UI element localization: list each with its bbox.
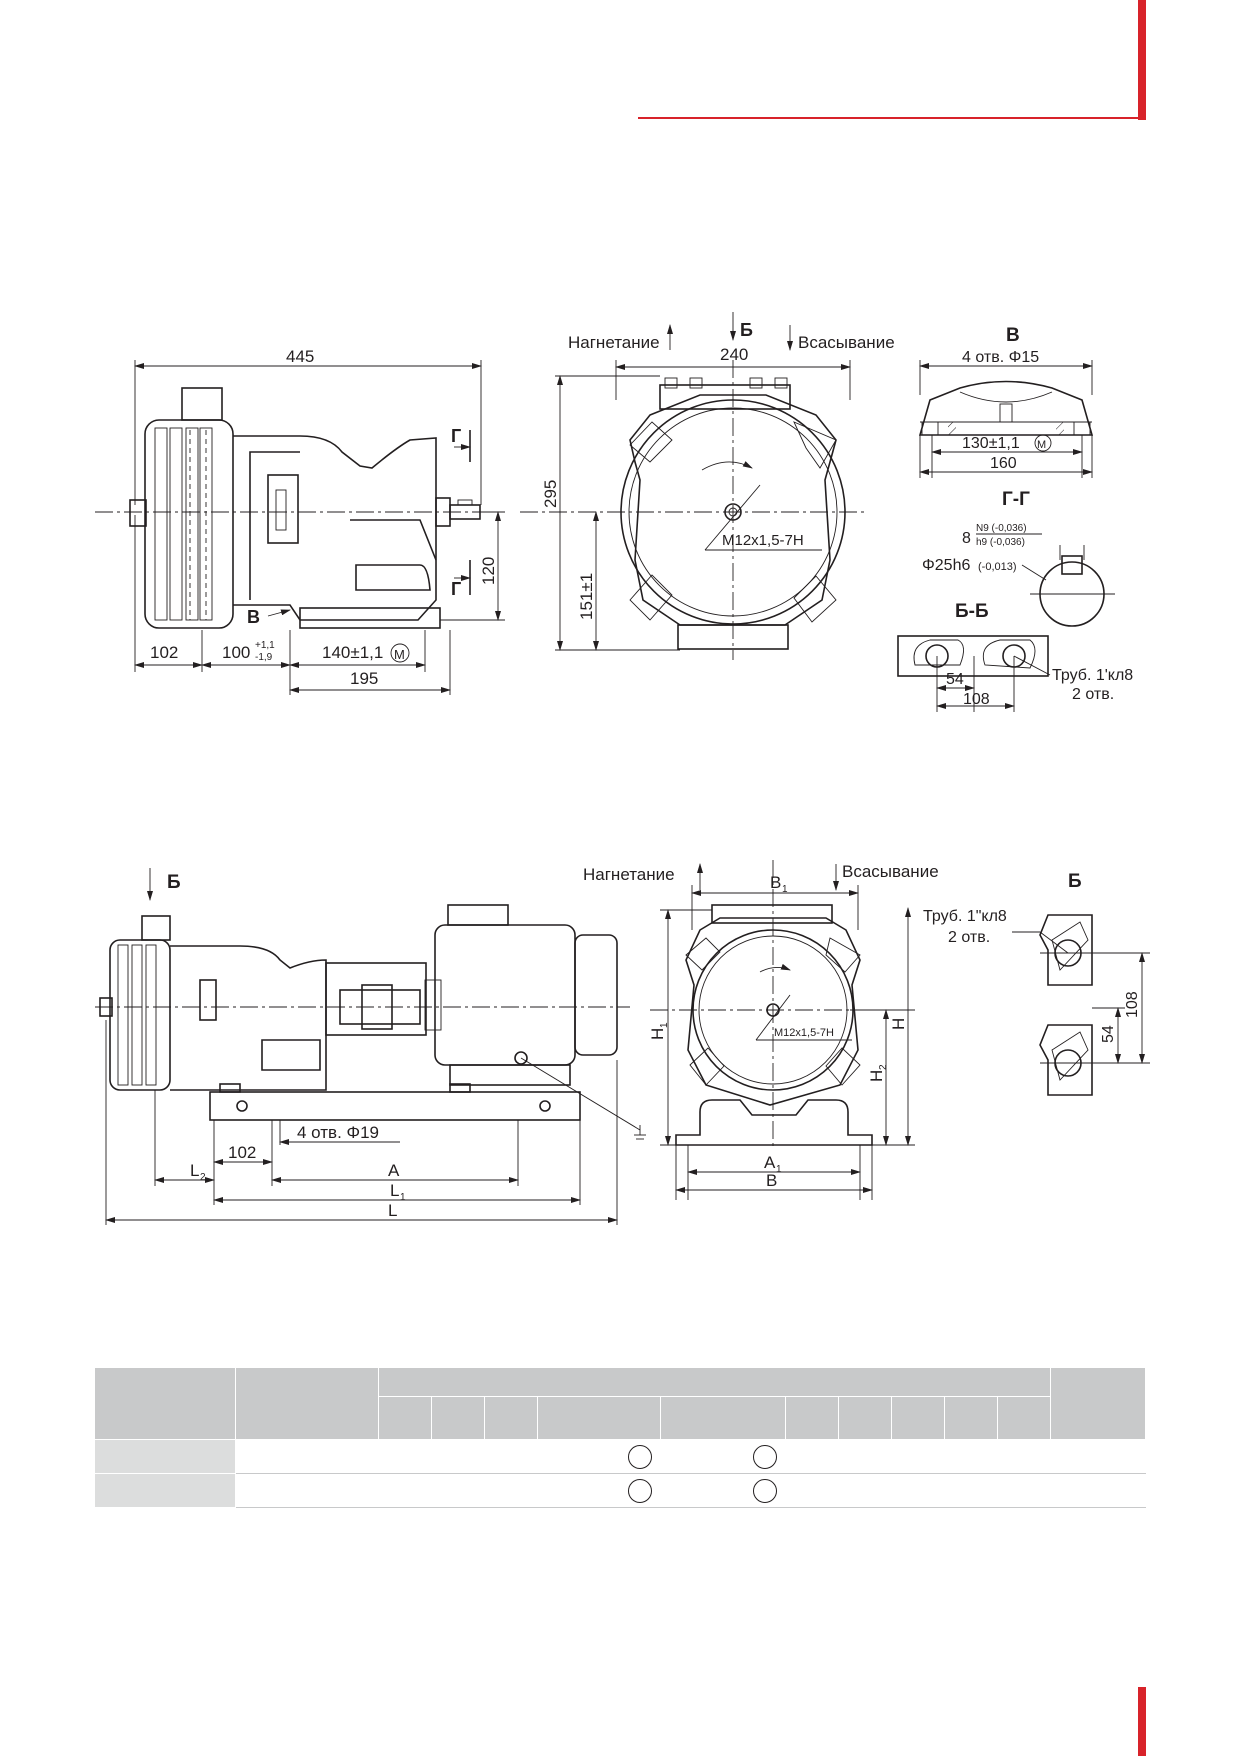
- table-header-cell: [1050, 1367, 1146, 1440]
- detail-b-dim-54: 54: [1100, 1025, 1117, 1043]
- dim-h2-sub: 2: [878, 1064, 889, 1070]
- circled-m-marker: [628, 1444, 652, 1469]
- circled-m-marker: [390, 643, 410, 663]
- detail-v-holes: 4 отв. Φ15: [962, 349, 1039, 366]
- section-mark-g-bottom: Г: [451, 579, 461, 599]
- dim-100: 100: [222, 643, 250, 662]
- svg-text:M: M: [394, 647, 405, 662]
- section-gg: Г-Г 8 N9 (-0,036) h9 (-0,036) Φ25h6 (-0,…: [922, 489, 1115, 627]
- dim-445: 445: [286, 347, 314, 366]
- section-gg-title: Г-Г: [1002, 489, 1030, 510]
- dim-295: 295: [541, 480, 560, 508]
- dim-h1-sub: 1: [659, 1022, 670, 1028]
- dim-l: L: [388, 1201, 397, 1220]
- view-mark-v: В: [247, 607, 260, 627]
- svg-text:M: M: [1037, 439, 1046, 451]
- table-subheader: [944, 1396, 998, 1440]
- dim-140: 140±1,1: [322, 643, 383, 662]
- table-row-label: [94, 1473, 236, 1508]
- table-subheader: [484, 1396, 538, 1440]
- dim-h: H: [889, 1018, 908, 1030]
- detail-v: В 4 отв. Φ15 130±1,1 M 160: [918, 325, 1094, 478]
- table-row-label: [94, 1439, 236, 1474]
- detail-b-pipe: Труб. 1"кл8: [923, 908, 1007, 925]
- dim-b: B: [766, 1171, 777, 1190]
- table-subheader: [431, 1396, 485, 1440]
- dim-l2-sub: 2: [200, 1172, 206, 1183]
- key-tol-h9: h9 (-0,036): [976, 537, 1025, 548]
- table-row: [94, 1473, 1146, 1508]
- key-tol-n9: N9 (-0,036): [976, 523, 1027, 534]
- bb-holes: 2 отв.: [1072, 686, 1114, 703]
- table-subheader: [378, 1396, 432, 1440]
- table-subheader: [838, 1396, 892, 1440]
- detail-b-dim-108: 108: [1124, 991, 1141, 1018]
- pump-front-view: M12x1,5-7H Нагнетание Всасывание Б 240 2…: [520, 312, 895, 660]
- dim-l1: L: [390, 1181, 399, 1200]
- dim-195: 195: [350, 669, 378, 688]
- dim-b1-sub: 1: [782, 884, 788, 895]
- dim-151: 151±1: [577, 573, 596, 620]
- table-subheader: [891, 1396, 945, 1440]
- dim-a: A: [388, 1161, 400, 1180]
- key-width: 8: [962, 530, 971, 547]
- detail-v-dim-130: 130±1,1: [962, 435, 1020, 452]
- table-subheader: [785, 1396, 839, 1440]
- table-subheader: [537, 1396, 661, 1440]
- bottom-red-bar: [1138, 1687, 1146, 1756]
- dim-b1: B: [770, 873, 781, 892]
- unit-thread-label: M12x1,5-7H: [774, 1027, 834, 1039]
- detail-v-dim-160: 160: [990, 455, 1017, 472]
- section-bb-title: Б-Б: [955, 601, 989, 622]
- bb-dim-108: 108: [963, 691, 990, 708]
- unit-front-view: Нагнетание Всасывание M12x1,5-7H B 1 H 1…: [583, 860, 939, 1200]
- unit-label-suction: Всасывание: [842, 862, 939, 881]
- dim-a1: A: [764, 1153, 776, 1172]
- unit-view-mark-b: Б: [167, 872, 181, 893]
- dim-120: 120: [479, 557, 498, 585]
- table-row: [94, 1439, 1146, 1474]
- unit-dim-102: 102: [228, 1143, 256, 1162]
- dim-100-tol-lower: -1,9: [255, 652, 273, 663]
- shaft-tol: (-0,013): [978, 561, 1017, 573]
- pump-side-view: Г Г В 445 102 100 +1,1 -1,9 140±1,1 M 19…: [95, 347, 505, 695]
- detail-v-title: В: [1006, 325, 1020, 346]
- circled-m-marker: [753, 1444, 777, 1469]
- detail-b: Б 54 108 Труб. 1"кл8 2 отв.: [923, 871, 1150, 1096]
- circled-m-marker: [628, 1478, 652, 1503]
- label-discharge: Нагнетание: [568, 333, 660, 352]
- bb-pipe: Труб. 1'кл8: [1052, 667, 1133, 684]
- table-header-cell: [94, 1367, 236, 1440]
- top-red-rule: [638, 117, 1146, 119]
- dim-l2: L: [190, 1161, 199, 1180]
- dim-100-tol-upper: +1,1: [255, 640, 275, 651]
- section-bb: Б-Б 54 108 Труб. 1'кл8 2 отв.: [897, 601, 1133, 712]
- bb-dim-54: 54: [946, 671, 964, 688]
- section-mark-b: Б: [740, 320, 753, 340]
- detail-b-holes: 2 отв.: [948, 929, 990, 946]
- label-suction: Всасывание: [798, 333, 895, 352]
- detail-b-title: Б: [1068, 871, 1082, 892]
- dim-h1: H: [648, 1028, 667, 1040]
- dim-l1-sub: 1: [400, 1192, 406, 1203]
- unit-label-discharge: Нагнетание: [583, 865, 675, 884]
- section-mark-g-top: Г: [451, 426, 461, 446]
- shaft-dim: Φ25h6: [922, 557, 970, 574]
- thread-label-front: M12x1,5-7H: [722, 532, 804, 549]
- table-subheader: [997, 1396, 1051, 1440]
- dim-h2: H: [867, 1070, 886, 1082]
- table-group-header: [378, 1367, 1051, 1397]
- top-red-bar: [1138, 0, 1146, 120]
- table-subheader: [660, 1396, 786, 1440]
- dimensions-table: [94, 1367, 1146, 1508]
- dim-102: 102: [150, 643, 178, 662]
- table-header-cell: [235, 1367, 379, 1440]
- dim-240: 240: [720, 345, 748, 364]
- unit-holes: 4 отв. Φ19: [297, 1123, 379, 1142]
- circled-m-marker: [753, 1478, 777, 1503]
- unit-side-view: Б: [95, 868, 646, 1225]
- dim-a1-sub: 1: [776, 1164, 782, 1175]
